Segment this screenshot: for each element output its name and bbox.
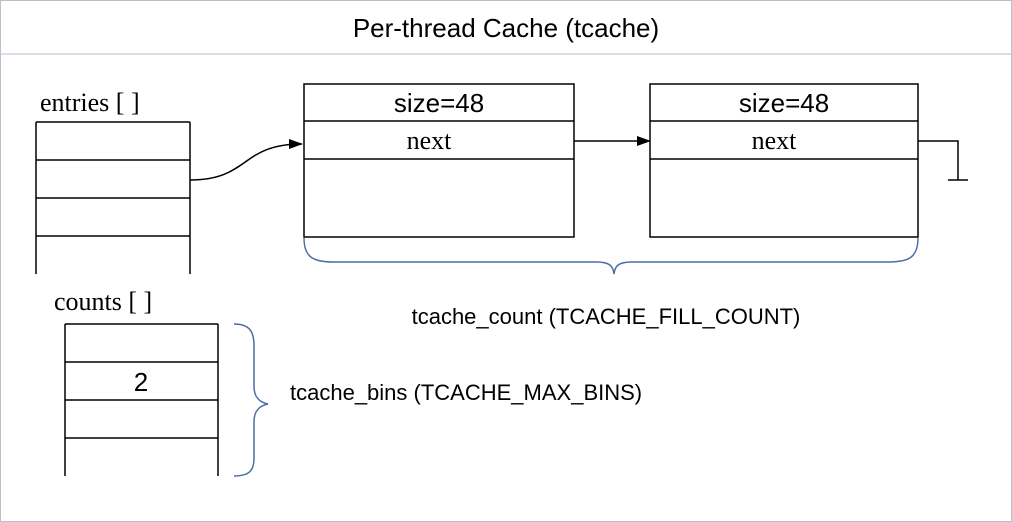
null-terminator-icon	[918, 140, 968, 181]
counts-array	[64, 323, 219, 476]
counts-cell-value: 2	[134, 367, 148, 397]
chunk-1-size: size=48	[394, 88, 484, 118]
counts-label: counts [ ]	[54, 287, 152, 316]
chunk-1: size=48 next	[303, 83, 575, 238]
chunk-2: size=48 next	[649, 83, 919, 238]
entries-array	[35, 121, 191, 274]
count-brace	[303, 237, 919, 275]
diagram-title: Per-thread Cache (tcache)	[353, 13, 659, 43]
chunk-2-size: size=48	[739, 88, 829, 118]
entries-pointer-arrow	[189, 139, 303, 181]
entries-label: entries [ ]	[40, 88, 140, 117]
chunk-1-next: next	[407, 126, 453, 155]
tcache-count-label: tcache_count (TCACHE_FILL_COUNT)	[412, 304, 801, 329]
tcache-bins-label: tcache_bins (TCACHE_MAX_BINS)	[290, 380, 642, 405]
bins-brace	[233, 323, 269, 477]
chunk-2-next: next	[752, 126, 798, 155]
